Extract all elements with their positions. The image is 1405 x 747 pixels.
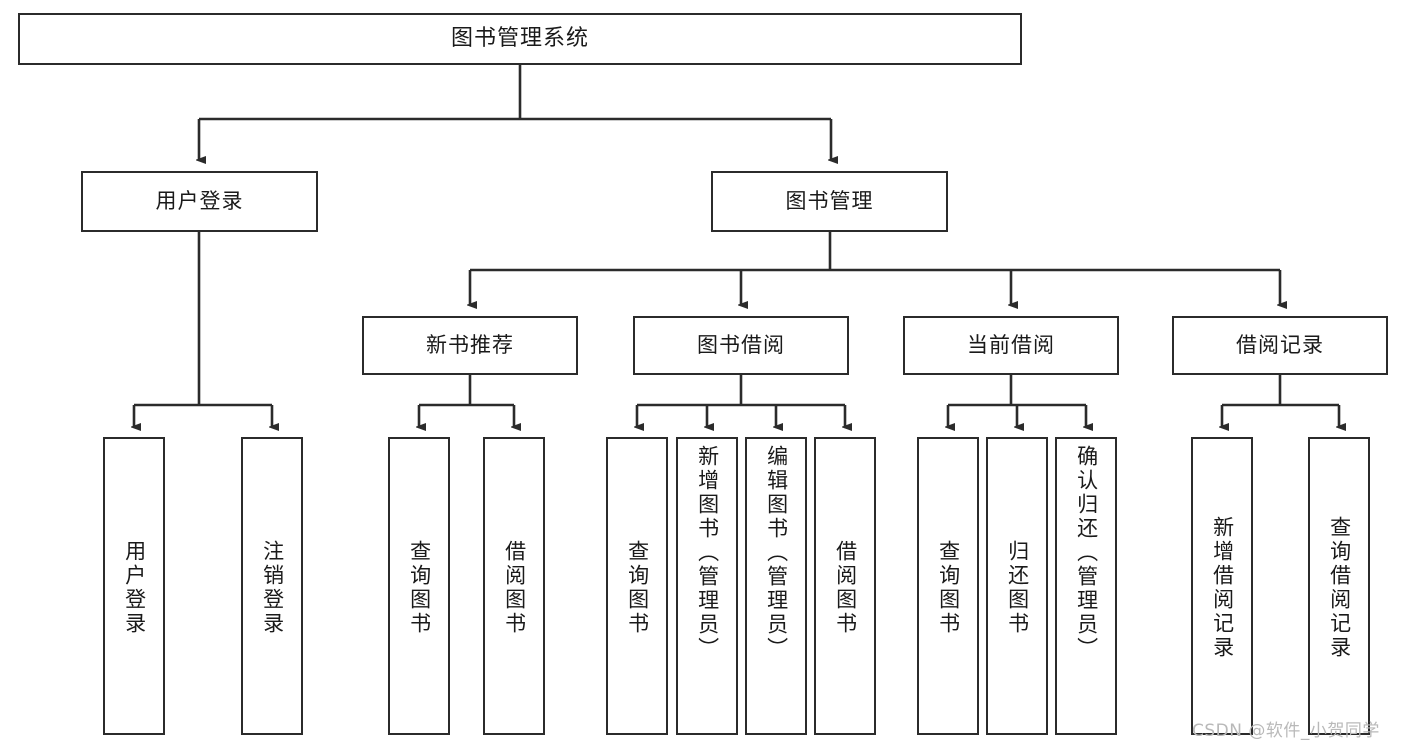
edge-new-book-recommend-to-leaves bbox=[419, 375, 514, 427]
node-user-login[interactable]: 用户登录 bbox=[81, 171, 318, 232]
leaf-query-book-recommend-label: 查询图书 bbox=[407, 540, 432, 636]
leaf-edit-book-label: 编辑图书（管理员） bbox=[764, 445, 789, 661]
edge-root-to-level2 bbox=[199, 65, 831, 160]
leaf-query-borrow-record-label: 查询借阅记录 bbox=[1327, 516, 1352, 660]
leaf-add-borrow-record[interactable]: 新增借阅记录 bbox=[1191, 437, 1253, 735]
edge-book-management-to-level3 bbox=[470, 232, 1280, 305]
edge-current-borrow-to-leaves bbox=[948, 375, 1086, 427]
leaf-query-book-borrow[interactable]: 查询图书 bbox=[606, 437, 668, 735]
node-root-system[interactable]: 图书管理系统 bbox=[18, 13, 1022, 65]
edge-book-borrow-to-leaves bbox=[637, 375, 845, 427]
leaf-query-book-recommend[interactable]: 查询图书 bbox=[388, 437, 450, 735]
csdn-watermark: CSDN @软件_小贺同学 bbox=[1192, 721, 1380, 741]
leaf-borrow-book-recommend-label: 借阅图书 bbox=[502, 540, 527, 636]
leaf-query-book-current-label: 查询图书 bbox=[936, 540, 961, 636]
leaf-edit-book[interactable]: 编辑图书（管理员） bbox=[745, 437, 807, 735]
leaf-borrow-book[interactable]: 借阅图书 bbox=[814, 437, 876, 735]
node-book-management-label: 图书管理 bbox=[785, 189, 874, 214]
leaf-query-book-current[interactable]: 查询图书 bbox=[917, 437, 979, 735]
leaf-return-book[interactable]: 归还图书 bbox=[986, 437, 1048, 735]
leaf-confirm-return-label: 确认归还（管理员） bbox=[1074, 445, 1099, 661]
node-book-borrow[interactable]: 图书借阅 bbox=[633, 316, 849, 375]
node-book-management[interactable]: 图书管理 bbox=[711, 171, 948, 232]
leaf-user-login-label: 用户登录 bbox=[122, 540, 147, 636]
leaf-add-book[interactable]: 新增图书（管理员） bbox=[676, 437, 738, 735]
node-root-label: 图书管理系统 bbox=[450, 26, 589, 52]
leaf-user-logout[interactable]: 注销登录 bbox=[241, 437, 303, 735]
leaf-add-borrow-record-label: 新增借阅记录 bbox=[1210, 516, 1235, 660]
edge-user-login-to-leaves bbox=[134, 232, 272, 427]
leaf-query-book-borrow-label: 查询图书 bbox=[625, 540, 650, 636]
node-new-book-recommend[interactable]: 新书推荐 bbox=[362, 316, 578, 375]
leaf-borrow-book-recommend[interactable]: 借阅图书 bbox=[483, 437, 545, 735]
node-borrow-record-label: 借阅记录 bbox=[1236, 333, 1324, 358]
node-borrow-record[interactable]: 借阅记录 bbox=[1172, 316, 1388, 375]
leaf-confirm-return[interactable]: 确认归还（管理员） bbox=[1055, 437, 1117, 735]
node-new-book-recommend-label: 新书推荐 bbox=[426, 333, 514, 358]
leaf-user-logout-label: 注销登录 bbox=[260, 540, 285, 636]
leaf-user-login[interactable]: 用户登录 bbox=[103, 437, 165, 735]
leaf-borrow-book-label: 借阅图书 bbox=[833, 540, 858, 636]
node-current-borrow[interactable]: 当前借阅 bbox=[903, 316, 1119, 375]
node-book-borrow-label: 图书借阅 bbox=[697, 333, 785, 358]
node-current-borrow-label: 当前借阅 bbox=[967, 333, 1055, 358]
leaf-return-book-label: 归还图书 bbox=[1005, 540, 1030, 636]
node-user-login-label: 用户登录 bbox=[155, 189, 244, 214]
edge-borrow-record-to-leaves bbox=[1222, 375, 1339, 427]
leaf-add-book-label: 新增图书（管理员） bbox=[695, 445, 720, 661]
leaf-query-borrow-record[interactable]: 查询借阅记录 bbox=[1308, 437, 1370, 735]
